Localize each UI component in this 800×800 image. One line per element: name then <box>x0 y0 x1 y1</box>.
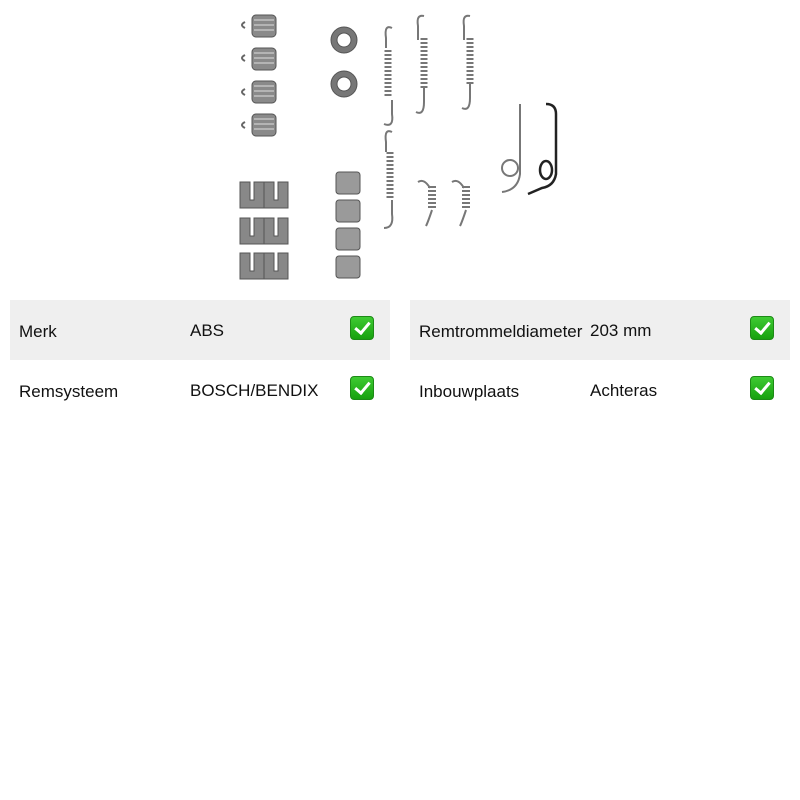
check-icon <box>750 316 774 340</box>
check-icon <box>750 376 774 400</box>
check-icon <box>350 376 374 400</box>
lever-spring-icon <box>501 104 521 193</box>
spec-value: BOSCH/BENDIX <box>190 381 319 400</box>
return-spring-icon <box>461 14 474 110</box>
check-icon <box>350 316 374 340</box>
spec-value: Achteras <box>590 381 658 400</box>
return-spring-icon <box>383 26 394 126</box>
spec-label: Remtrommeldiameter <box>419 322 583 341</box>
spec-row-mounting-position: Inbouwplaats Achteras <box>410 360 790 420</box>
return-spring-icon <box>383 130 394 229</box>
spec-value: ABS <box>190 321 225 340</box>
spec-table-right: Remtrommeldiameter 203 mm Inbouwplaats A… <box>410 300 790 420</box>
hold-down-pin-icon <box>241 14 277 38</box>
spec-row-brake-system: Remsysteem BOSCH/BENDIX <box>10 360 390 420</box>
lever-spring-icon <box>527 102 558 196</box>
spec-label: Merk <box>19 322 57 341</box>
brake-shoe-accessory-kit-image <box>239 14 558 280</box>
spec-label: Remsysteem <box>19 382 119 401</box>
spec-row-drum-diameter: Remtrommeldiameter 203 mm <box>410 300 790 360</box>
hold-down-pin-icon <box>241 47 277 71</box>
hold-down-pin-icon <box>241 113 277 137</box>
spec-table-left: Merk ABS Remsysteem BOSCH/BENDIX <box>10 300 390 420</box>
hold-down-pin-icon <box>241 80 277 104</box>
spec-row-brand: Merk ABS <box>10 300 390 360</box>
adjuster-spring-icon <box>417 179 436 227</box>
spec-label: Inbouwplaats <box>419 382 520 401</box>
return-spring-icon <box>415 14 428 114</box>
adjuster-spring-icon <box>451 179 470 227</box>
lock-washer-icon <box>330 26 358 54</box>
spring-cup-icon <box>335 171 361 279</box>
u-clip-icon <box>239 181 289 280</box>
lock-washer-icon <box>330 70 358 98</box>
spec-value: 203 mm <box>590 321 652 340</box>
